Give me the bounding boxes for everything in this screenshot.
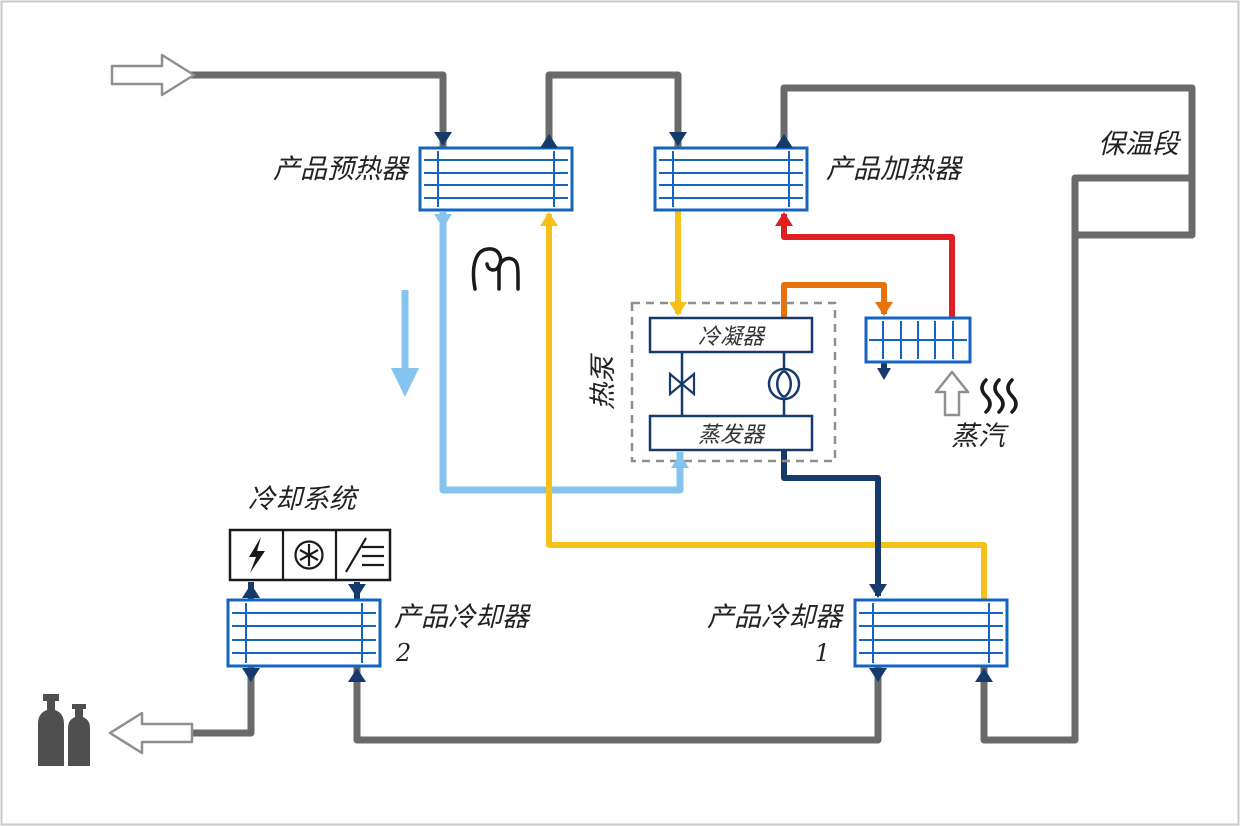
evaporator-label: 蒸发器 [698, 423, 766, 448]
arrow-into-chiller [242, 584, 260, 598]
product-inlet-arrow-icon [110, 53, 196, 97]
bottles-icon [38, 694, 90, 766]
arrow-out-cooler1 [869, 668, 887, 682]
heat-pump-box [630, 301, 837, 463]
cold-media-line [439, 212, 684, 494]
preheater-label: 产品预热器 [273, 154, 410, 185]
evaporator-to-cooler1-line [781, 450, 881, 596]
arrow-into-cooler2 [348, 668, 366, 682]
product-heater [653, 146, 809, 212]
product-cooler-1 [853, 598, 1009, 668]
holding-section-label: 保温段 [1098, 129, 1182, 160]
fan-icon [294, 540, 324, 570]
cooler2-number: 2 [395, 639, 411, 667]
product-cooler-2 [226, 598, 382, 668]
cooler1-number: 1 [815, 639, 830, 667]
arrow-into-heater [669, 132, 687, 146]
pipe-preheater-to-heater [545, 71, 682, 150]
steam-label: 蒸汽 [951, 421, 1009, 452]
arrow-cold-out-preheater [434, 214, 452, 228]
product-piping [188, 71, 1196, 744]
condenser-label: 冷凝器 [698, 325, 766, 350]
arrow-into-preheater [434, 132, 452, 146]
condenser-to-steamhx-line [781, 282, 887, 318]
expansion-valve-icon [668, 352, 696, 416]
pipe-holding-loop [1071, 174, 1192, 235]
flow-arrowheads [242, 132, 993, 682]
pipe-cooler2-to-outlet [190, 664, 255, 737]
arrow-out-cooler2 [242, 668, 260, 682]
cooling-system-unit [228, 528, 392, 582]
evaporator: 蒸发器 [648, 414, 814, 452]
arrow-chilled-into-cooler1 [869, 584, 887, 598]
arrow-into-evaporator [671, 454, 689, 468]
heat-coil-icon [471, 247, 520, 291]
arrow-into-steamhx [875, 302, 893, 316]
product-preheater [418, 146, 574, 212]
arrow-into-condenser [669, 302, 687, 316]
heat-waves-icon [980, 378, 1018, 414]
arrow-into-cooler1 [975, 668, 993, 682]
lightning-icon [249, 537, 265, 573]
chilled-flow-arrow-icon [391, 290, 419, 397]
arrow-out-preheater [540, 134, 558, 148]
product-outlet-arrow-icon [108, 711, 194, 755]
arrow-regen-into-preheater [540, 212, 558, 226]
arrow-out-heater [775, 134, 793, 148]
compressor-icon [767, 352, 801, 416]
arrow-condensate [877, 368, 891, 380]
pipe-heater-holding-to-cooler1 [780, 84, 1196, 744]
arrow-head [391, 368, 419, 397]
arrow-hot-into-heater [775, 212, 793, 226]
heater-label: 产品加热器 [826, 154, 963, 185]
heat-pump-label: 热泵 [588, 353, 619, 410]
cooler2-label: 产品冷却器 [394, 602, 531, 633]
pipe-cooler1-to-cooler2 [353, 664, 882, 744]
steam-supply-arrow-icon [934, 370, 970, 417]
condenser: 冷凝器 [648, 316, 814, 354]
cooler1-label: 产品冷却器 [707, 602, 844, 633]
pipe-inlet-to-preheater [188, 71, 447, 150]
regen-media-line [546, 214, 987, 600]
coil-icon [345, 537, 384, 573]
arrow-chiller-into-cooler2 [348, 584, 366, 598]
steam-heater [864, 316, 972, 364]
cooling-system-label: 冷却系统 [248, 484, 360, 515]
